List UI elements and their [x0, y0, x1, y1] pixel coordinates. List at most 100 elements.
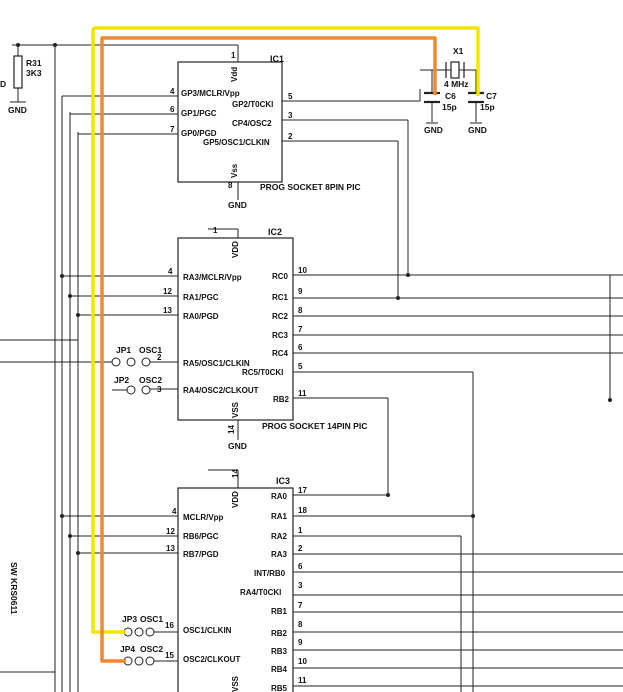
- highlight-orange-osc2: [100, 36, 437, 663]
- ic3-pin-name: RB6/PGC: [183, 532, 219, 541]
- ic1-pin-name: GP0/PGD: [181, 129, 217, 138]
- ic1-ref: IC1: [270, 54, 284, 64]
- junction: [53, 43, 57, 47]
- ic3-pin-num: 2: [298, 544, 303, 553]
- ic2-pin-num: 10: [298, 266, 307, 275]
- ic2-pin-num: 7: [298, 325, 303, 334]
- ic2-vss-num: 14: [227, 425, 236, 434]
- ic3-pin-num: 16: [165, 621, 174, 630]
- ic1-vdd: Vdd: [230, 67, 239, 82]
- ic3-pin-name: RA1: [271, 512, 288, 521]
- ic3-pin-name: RB7/PGD: [183, 550, 219, 559]
- ic1-pin-name: GP5/OSC1/CLKIN: [203, 138, 270, 147]
- left-cut-label: D: [0, 79, 6, 89]
- ic2-pin-num: 5: [298, 362, 303, 371]
- ic2-pin-name: RA5/OSC1/CLKIN: [183, 359, 250, 368]
- jumper-jp4[interactable]: JP4 OSC2: [120, 644, 163, 666]
- ic2-vss: VSS: [231, 401, 240, 418]
- x1-ref: X1: [453, 46, 464, 56]
- ic2-pin-name: RA3/MCLR/Vpp: [183, 273, 242, 282]
- junction: [68, 294, 72, 298]
- crystal-body: [450, 61, 460, 79]
- ic2-body: [177, 237, 294, 421]
- ic3-socket: IC3 14 VDD VSS 4 MCLR/Vpp 12 RB6/PGC 13 …: [165, 469, 307, 692]
- ic3-pin-name: RB5: [271, 684, 288, 692]
- jumper-jp1[interactable]: JP1 OSC1: [111, 345, 162, 367]
- ic3-vdd-num: 14: [231, 469, 240, 478]
- ic2-vdd: VDD: [231, 241, 240, 258]
- ic3-pin-name: OSC1/CLKIN: [183, 626, 232, 635]
- ic2-pin-num: 4: [168, 267, 173, 276]
- ic2-socket-14pin: IC2 1 VDD VSS 14 GND PROG SOCKET 14PIN P…: [157, 226, 367, 451]
- ic2-ref: IC2: [268, 227, 282, 237]
- ic3-ref: IC3: [276, 476, 290, 486]
- jp4-ref: JP4: [120, 644, 135, 654]
- jp3-net: OSC1: [140, 614, 163, 624]
- ic1-vss-num: 8: [228, 181, 233, 190]
- junction: [60, 274, 64, 278]
- ic2-pin-name: RC3: [272, 331, 289, 340]
- ic3-pin-num: 11: [298, 676, 307, 685]
- ic2-pin-name: RB2: [273, 395, 290, 404]
- ic1-body: [177, 61, 283, 183]
- ic3-pin-name: RB1: [271, 607, 288, 616]
- ic2-title: PROG SOCKET 14PIN PIC: [262, 421, 367, 431]
- junction: [68, 534, 72, 538]
- capacitor-c6: C6 15p GND: [424, 91, 457, 135]
- ic2-pin-name: RC5/T0CKI: [242, 368, 283, 377]
- jp2-ref: JP2: [114, 375, 129, 385]
- r31-gnd-label: GND: [8, 105, 27, 115]
- ic1-socket-8pin: IC1 1 Vdd Vss 8 GND PROG SOCKET 8PIN PIC…: [170, 51, 361, 210]
- ic3-pin-num: 10: [298, 657, 307, 666]
- ic1-pin-name: GP3/MCLR/Vpp: [181, 89, 240, 98]
- ic2-pin-name: RA4/OSC2/CLKOUT: [183, 386, 259, 395]
- ic3-vdd: VDD: [231, 491, 240, 508]
- c7-ref: C7: [486, 91, 497, 101]
- ic3-pin-num: 6: [298, 562, 303, 571]
- jp1-net: OSC1: [139, 345, 162, 355]
- ic3-pin-name: MCLR/Vpp: [183, 513, 224, 522]
- ic3-pin-name: RA2: [271, 532, 288, 541]
- highlight-yellow-osc1: [91, 26, 480, 634]
- ic2-pin-name: RC4: [272, 349, 289, 358]
- ic2-pin-name: RA0/PGD: [183, 312, 219, 321]
- ic2-pin-name: RC0: [272, 272, 289, 281]
- ic3-pin-name: RA3: [271, 550, 288, 559]
- junction: [396, 296, 400, 300]
- r31-ref: R31: [26, 58, 42, 68]
- junction: [406, 273, 410, 277]
- switch-label: SW KRS0611: [9, 562, 19, 615]
- ic3-pin-num: 1: [298, 526, 303, 535]
- ic1-vdd-num: 1: [231, 51, 236, 60]
- c6-value: 15p: [442, 102, 457, 112]
- ic3-pin-num: 15: [165, 651, 174, 660]
- ic2-vdd-num: 1: [213, 226, 218, 235]
- ic3-pin-name: RB2: [271, 629, 288, 638]
- jumper-jp3[interactable]: JP3 OSC1: [122, 614, 163, 637]
- ic2-gnd-label: GND: [228, 441, 247, 451]
- r31-value: 3K3: [26, 68, 42, 78]
- c6-ref: C6: [445, 91, 456, 101]
- ic1-pin-num: 7: [170, 125, 175, 134]
- c6-gnd-label: GND: [424, 125, 443, 135]
- ic2-pin-name: RA1/PGC: [183, 293, 219, 302]
- crystal-x1: X1 4 MHz: [444, 46, 469, 89]
- jumper-jp2[interactable]: JP2 OSC2: [112, 375, 162, 395]
- ic3-pin-num: 18: [298, 506, 307, 515]
- ic1-pin-num: 2: [288, 132, 293, 141]
- ic3-pin-name: INT/RB0: [254, 569, 286, 578]
- junction: [76, 551, 80, 555]
- ic2-pin-name: RC2: [272, 312, 289, 321]
- ic1-pin-num: 4: [170, 87, 175, 96]
- ic3-pin-num: 9: [298, 638, 303, 647]
- junction: [608, 398, 612, 402]
- ic2-pin-num: 8: [298, 306, 303, 315]
- ic3-pin-num: 3: [298, 581, 303, 590]
- ic3-pin-num: 12: [166, 527, 175, 536]
- ic2-pin-num: 13: [163, 306, 172, 315]
- ic1-title: PROG SOCKET 8PIN PIC: [260, 182, 361, 192]
- ic3-body: [177, 487, 294, 692]
- ic3-pin-name: RA4/T0CKI: [240, 588, 281, 597]
- ic3-pin-name: RB4: [271, 665, 288, 674]
